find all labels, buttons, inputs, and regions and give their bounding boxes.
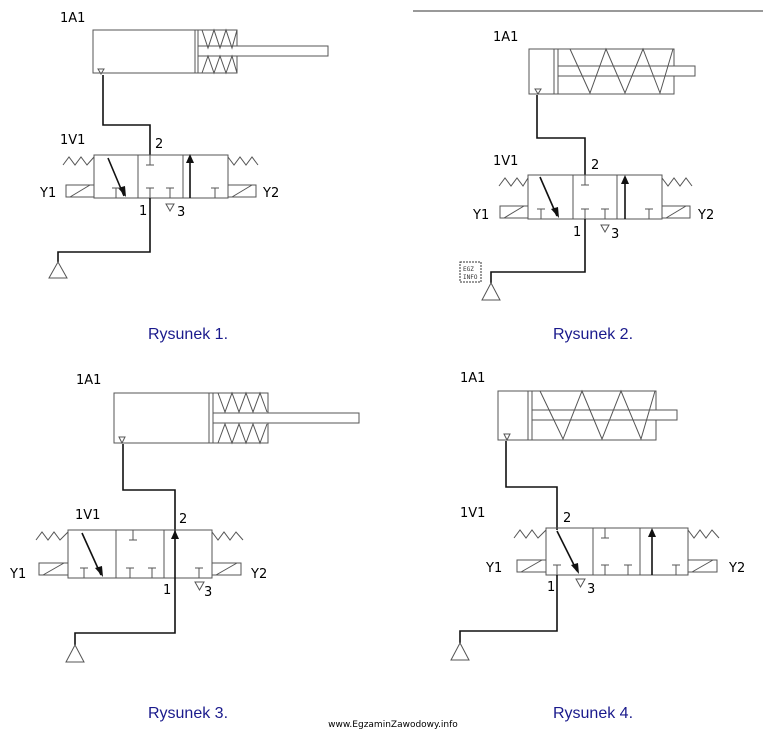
figure-4: 1A1 1V1 2 xyxy=(450,371,745,722)
port-1-label: 1 xyxy=(547,580,555,595)
solenoid-y1-label: Y1 xyxy=(472,208,489,223)
port-2-label: 2 xyxy=(563,511,571,526)
port-3-label: 3 xyxy=(177,205,185,220)
valve-label: 1V1 xyxy=(493,154,518,169)
line-port-2 xyxy=(102,75,151,155)
solenoid-y2-label: Y2 xyxy=(250,567,267,582)
solenoid-y2-label: Y2 xyxy=(262,186,279,201)
line-port-2 xyxy=(505,441,558,530)
port-1-label: 1 xyxy=(163,583,171,598)
watermark: www.EgzaminZawodowy.info xyxy=(328,720,458,730)
exhaust-icon xyxy=(575,578,586,589)
pressure-source-icon xyxy=(48,260,68,279)
valve-3-position xyxy=(513,527,720,576)
valve-3-position xyxy=(498,174,693,220)
figure-2: 1A1 1V1 2 xyxy=(459,30,714,343)
cylinder xyxy=(497,389,678,441)
port-1-label: 1 xyxy=(573,225,581,240)
line-port-1 xyxy=(459,575,558,643)
cylinder xyxy=(113,391,360,445)
valve-3-position xyxy=(35,529,244,579)
valve-label: 1V1 xyxy=(60,133,85,148)
port-1-label: 1 xyxy=(139,204,147,219)
valve-3-position xyxy=(62,154,259,199)
cylinder-label: 1A1 xyxy=(460,371,485,386)
port-3-label: 3 xyxy=(611,227,619,242)
pressure-source-icon xyxy=(481,281,501,301)
port-2-label: 2 xyxy=(179,512,187,527)
solenoid-y2-label: Y2 xyxy=(697,208,714,223)
cylinder xyxy=(92,28,329,75)
valve-label: 1V1 xyxy=(460,506,485,521)
figure-1: 1A1 1V1 2 xyxy=(39,11,329,343)
line-port-2 xyxy=(536,95,586,175)
port-2-label: 2 xyxy=(591,158,599,173)
solenoid-y1-label: Y1 xyxy=(9,567,26,582)
solenoid-y2-label: Y2 xyxy=(728,561,745,576)
caption: Rysunek 1. xyxy=(148,326,228,343)
stamp-logo: EGZ INFO xyxy=(459,261,482,283)
exhaust-icon xyxy=(600,224,610,234)
solenoid-y1-label: Y1 xyxy=(485,561,502,576)
cylinder xyxy=(528,47,696,95)
caption: Rysunek 4. xyxy=(553,705,633,722)
cylinder-label: 1A1 xyxy=(493,30,518,45)
svg-text:INFO: INFO xyxy=(463,274,478,281)
port-3-label: 3 xyxy=(587,582,595,597)
line-port-1 xyxy=(490,219,586,283)
figure-3: 1A1 1V1 2 xyxy=(9,373,360,722)
caption: Rysunek 2. xyxy=(553,326,633,343)
svg-text:EGZ: EGZ xyxy=(463,266,474,273)
pressure-source-icon xyxy=(450,641,470,661)
solenoid-y1-label: Y1 xyxy=(39,186,56,201)
port-3-label: 3 xyxy=(204,585,212,600)
line-port-1 xyxy=(74,578,176,645)
valve-label: 1V1 xyxy=(75,508,100,523)
exhaust-icon xyxy=(194,581,205,592)
pressure-source-icon xyxy=(65,643,85,663)
line-port-1 xyxy=(57,198,151,262)
line-port-2 xyxy=(122,444,176,532)
caption: Rysunek 3. xyxy=(148,705,228,722)
exhaust-icon xyxy=(165,203,175,213)
cylinder-label: 1A1 xyxy=(60,11,85,26)
port-2-label: 2 xyxy=(155,137,163,152)
cylinder-label: 1A1 xyxy=(76,373,101,388)
